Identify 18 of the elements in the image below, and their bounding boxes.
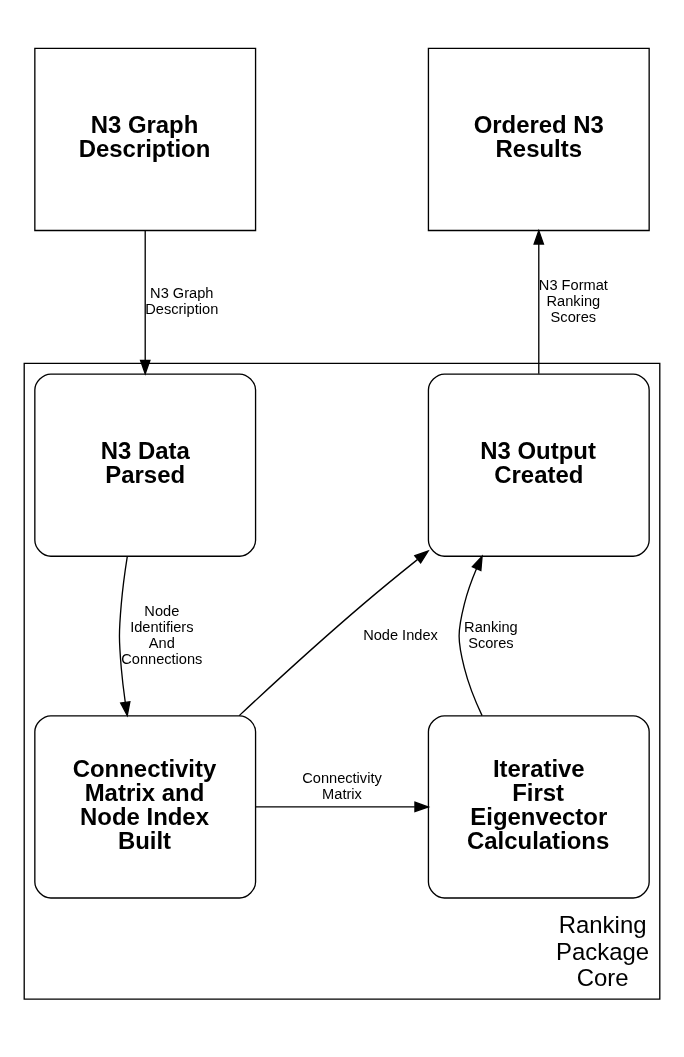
arrow <box>238 549 430 716</box>
edge-label: Connectivity Matrix <box>302 769 382 802</box>
arrow <box>533 228 545 374</box>
node-box: Ordered N3 Results <box>427 47 650 231</box>
edge-label: Node Index <box>363 626 438 643</box>
node-box: N3 Data Parsed <box>34 372 257 557</box>
edge-label: N3 Graph Description <box>145 284 219 317</box>
arrow <box>118 555 131 718</box>
edge-label: Node Identifiers And Connections <box>121 602 203 667</box>
edge-label: Ranking Scores <box>464 618 518 651</box>
node-box: N3 Output Created <box>427 372 650 557</box>
arrow <box>255 800 431 812</box>
arrow <box>458 554 483 716</box>
node-box: Iterative First Eigenvector Calculations <box>427 714 650 899</box>
node-box: Connectivity Matrix and Node Index Built <box>34 714 257 899</box>
node-box: N3 Graph Description <box>34 47 257 231</box>
arrow <box>139 229 151 376</box>
edge-label: N3 Format Ranking Scores <box>538 276 608 325</box>
